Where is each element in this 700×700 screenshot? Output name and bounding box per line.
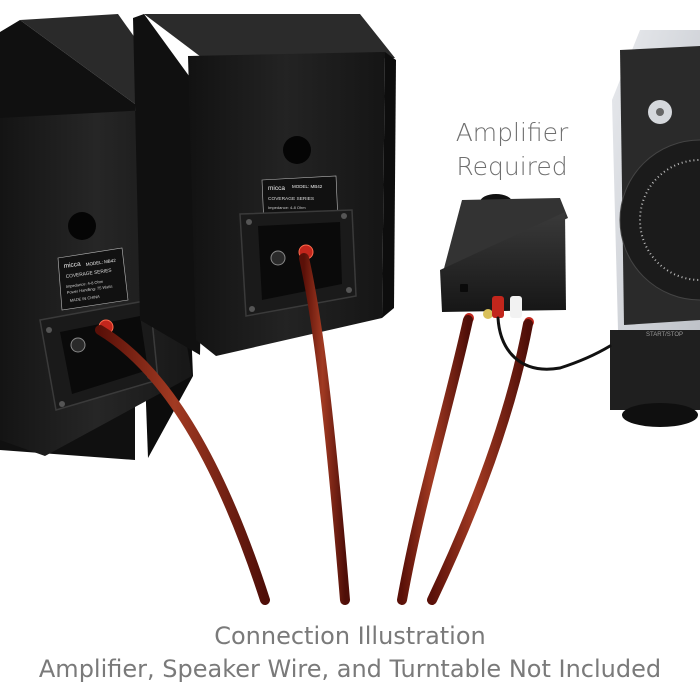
wire-amp-left	[397, 315, 473, 605]
connection-caption: Connection Illustration Amplifier, Speak…	[0, 620, 700, 686]
wire-rca-to-turntable	[496, 316, 612, 371]
caption-line1: Connection Illustration	[214, 622, 486, 650]
left-label-origin: MADE IN CHINA	[69, 294, 100, 303]
right-speaker-side	[133, 14, 205, 355]
turntable-plinth	[610, 330, 700, 410]
amp-rca-red	[492, 296, 504, 318]
right-label-brand: micca	[268, 185, 285, 192]
amplifier-required-caption: Amplifier Required	[443, 116, 581, 184]
right-binding-black	[270, 250, 286, 266]
amplifier-caption-line2: Required	[456, 152, 568, 181]
left-binding-black	[70, 337, 86, 353]
turntable-platter	[619, 139, 700, 301]
left-label-brand: micca	[63, 261, 81, 270]
amp-power-jack	[460, 284, 468, 292]
left-speaker-label: micca MODEL: MB42 COVERAGE SERIES Impeda…	[57, 247, 129, 311]
right-speaker-top	[144, 14, 395, 60]
turntable-start-stop-label: START/STOP	[646, 332, 683, 338]
speaker-wires	[95, 253, 612, 605]
right-speaker: micca MODEL: MB42 COVERAGE SERIES Impeda…	[133, 14, 396, 356]
left-port	[68, 212, 96, 240]
wire-left-speaker	[95, 325, 270, 605]
wire-right-speaker	[299, 253, 350, 605]
left-label-impedance: Impedance: 4-8 Ohm	[65, 279, 104, 289]
turntable: START/STOP	[610, 30, 700, 427]
left-label-model: MODEL: MB42	[85, 258, 116, 267]
right-label-series: COVERAGE SERIES	[268, 196, 314, 202]
right-port	[283, 136, 311, 164]
right-label-impedance: Impedance: 4-8 Ohm	[268, 205, 306, 210]
amp-binding-gold	[483, 309, 493, 319]
left-label-power: Power Handling: 75 Watts	[66, 284, 112, 295]
caption-line2: Amplifier, Speaker Wire, and Turntable N…	[38, 655, 662, 683]
amp-rca-white	[510, 296, 522, 318]
amp-body	[440, 212, 566, 312]
wire-amp-right	[427, 319, 533, 605]
right-label-model: MODEL: MB42	[292, 184, 323, 189]
amplifier-caption-line1: Amplifier	[455, 118, 569, 147]
amplifier	[440, 194, 568, 327]
